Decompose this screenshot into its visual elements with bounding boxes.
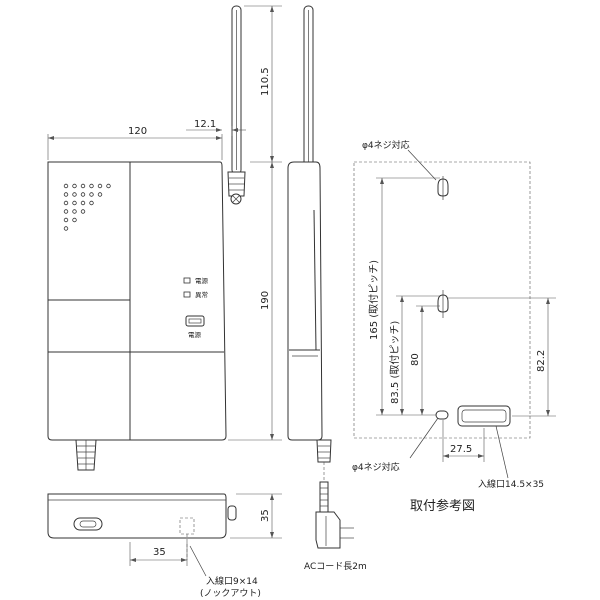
dim-depth-35: 35 <box>260 509 271 522</box>
cord-strain-relief <box>75 439 97 471</box>
dim-pitch-165: 165 (取付ピッチ) <box>367 260 380 340</box>
keyhole-top <box>437 176 449 200</box>
speaker-hole <box>97 183 103 189</box>
speaker-hole <box>63 192 69 197</box>
screw-slot-bottom <box>435 410 449 420</box>
speaker-hole <box>80 192 86 197</box>
cable-entry-rect <box>457 405 511 427</box>
side-view: H ACコード長2m <box>287 5 367 572</box>
mounting-reference: φ4ネジ対応 φ4ネジ対応 165 (取付ピッチ) 83.5 (取付ピッチ) 8… <box>352 139 556 514</box>
dim-width-120: 120 <box>128 126 147 137</box>
dim-80: 80 <box>410 353 421 366</box>
speaker-hole <box>89 183 94 189</box>
speaker-hole <box>106 183 111 189</box>
speaker-hole <box>72 200 77 206</box>
cable-entry-bottom-label: 入線口9×14 <box>206 575 258 587</box>
abnormal-indicator-led <box>183 291 191 298</box>
side-body <box>287 161 323 441</box>
bottom-view: 35 35 入線口9×14 (ノックアウト) <box>47 493 282 599</box>
abnormal-indicator-label: 異常 <box>195 290 208 299</box>
front-view: 電源 異常 電源 120 12.1 110.5 <box>47 5 282 471</box>
device-body <box>47 161 227 441</box>
dim-antenna-offset: 12.1 <box>194 119 216 130</box>
dim-27-5: 27.5 <box>450 444 472 455</box>
power-button-label: 電源 <box>188 330 202 339</box>
dim-bottom-35: 35 <box>153 547 166 558</box>
dim-82-2: 82.2 <box>536 350 547 372</box>
speaker-hole <box>63 183 69 189</box>
speaker-hole <box>80 183 86 189</box>
cable-entry-right-label: 入線口14.5×35 <box>478 478 544 490</box>
bottom-body <box>47 493 227 539</box>
speaker-hole <box>63 226 69 231</box>
speaker-hole <box>80 200 86 206</box>
power-button[interactable] <box>185 315 205 327</box>
ac-cord-label: ACコード長2m <box>304 561 367 572</box>
speaker-hole <box>72 217 77 223</box>
power-indicator-label: 電源 <box>195 276 209 285</box>
speaker-hole <box>80 209 86 214</box>
speaker-grille <box>63 183 111 231</box>
mounting-title: 取付参考図 <box>410 498 475 514</box>
speaker-hole <box>89 192 94 197</box>
speaker-hole <box>72 192 77 197</box>
keyhole-middle <box>437 290 449 318</box>
speaker-hole <box>89 200 94 206</box>
speaker-hole <box>72 209 77 214</box>
dim-pitch-83-5: 83.5 (取付ピッチ) <box>388 321 401 404</box>
dim-height-190: 190 <box>260 291 271 310</box>
mounting-outline <box>353 161 531 439</box>
screw-label-top: φ4ネジ対応 <box>362 139 410 151</box>
power-indicator-led <box>183 277 191 284</box>
speaker-hole <box>63 200 69 206</box>
speaker-hole <box>97 192 103 197</box>
speaker-hole <box>72 183 77 189</box>
ac-plug <box>315 511 341 549</box>
screw-label-bottom: φ4ネジ対応 <box>352 461 400 473</box>
dim-antenna-height: 110.5 <box>260 67 271 96</box>
cord-hole <box>73 517 103 531</box>
speaker-hole <box>63 217 69 223</box>
cable-entry-knockout-label: (ノックアウト) <box>200 588 261 599</box>
speaker-hole <box>63 209 69 214</box>
